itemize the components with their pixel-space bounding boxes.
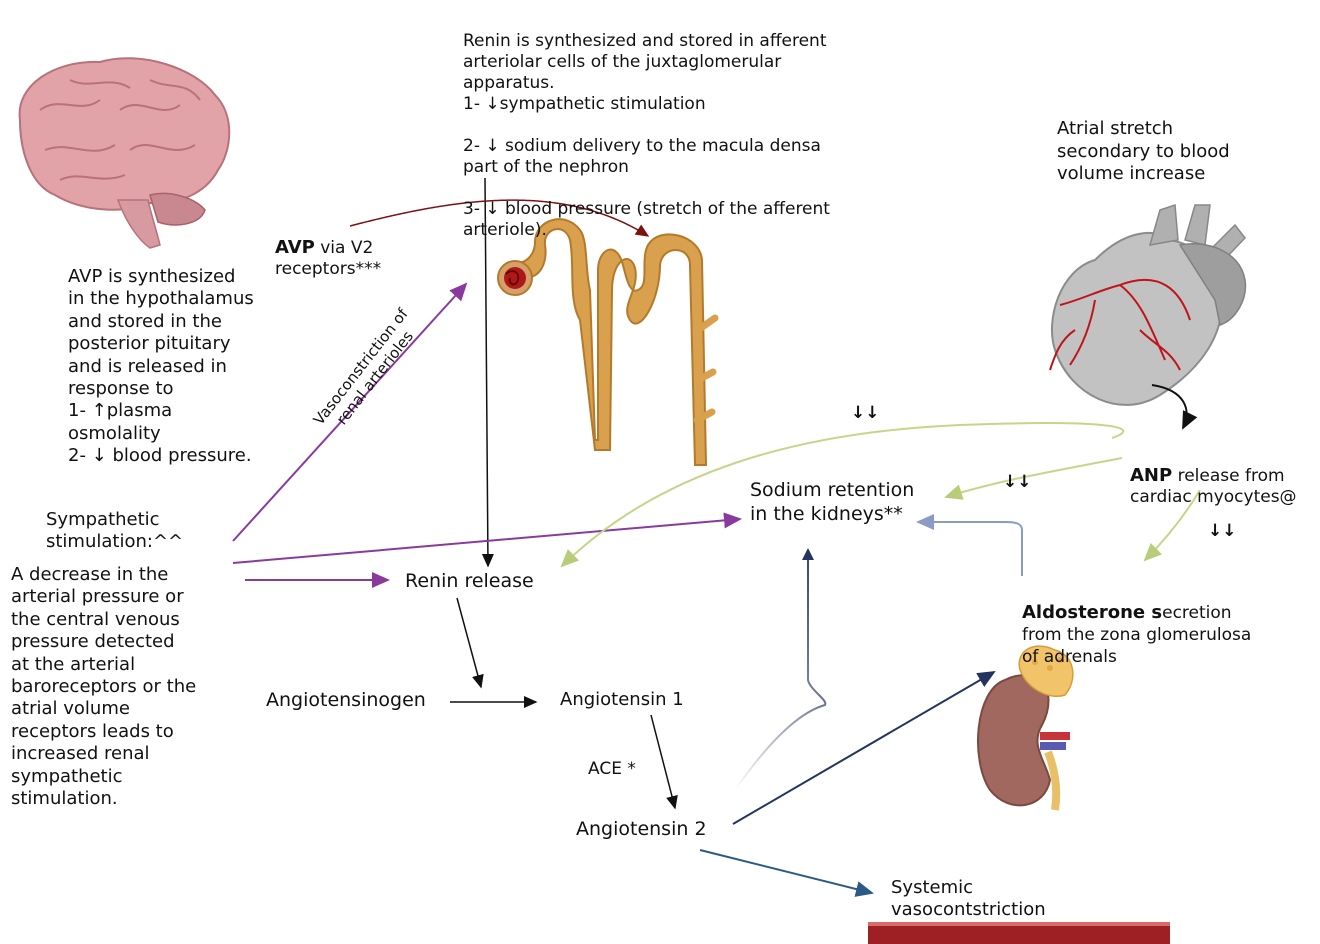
arrow-renin-to-angiotensinogen xyxy=(457,598,481,687)
down-arrows-3: ↓↓ xyxy=(1208,521,1237,542)
ace-label: ACE * xyxy=(588,759,636,780)
renin-intro: Renin is synthesized and stored in affer… xyxy=(463,31,827,93)
brain-illustration xyxy=(20,58,230,248)
arrow-aldosterone-to-sodium xyxy=(918,522,1022,576)
down-arrows-1: ↓↓ xyxy=(851,403,880,424)
renin-release-label: Renin release xyxy=(405,569,534,593)
avp-label: AVP via V2 receptors*** xyxy=(275,216,475,301)
renin-item-1: 1- ↓sympathetic stimulation xyxy=(463,94,883,115)
down-arrows-2: ↓↓ xyxy=(1003,472,1032,493)
angiotensin-2-label: Angiotensin 2 xyxy=(576,817,707,841)
avp-synthesis-text: AVP is synthesized in the hypothalamus a… xyxy=(68,266,288,468)
arrow-sympathetic-to-sodium xyxy=(233,519,740,563)
angiotensin-1-label: Angiotensin 1 xyxy=(560,689,684,710)
angiotensinogen-label: Angiotensinogen xyxy=(266,690,426,711)
sodium-retention-label: Sodium retention in the kidneys** xyxy=(750,478,970,526)
anp-label: ANP release from cardiac myocytes@ xyxy=(1130,444,1320,529)
arrow-anp-to-sodium xyxy=(946,458,1122,497)
sympathetic-title: Sympathetic stimulation:^^ xyxy=(46,509,246,553)
renin-synthesis-text: Renin is synthesized and stored in affer… xyxy=(463,10,883,262)
renin-item-2: 2- ↓ sodium delivery to the macula densa… xyxy=(463,136,883,178)
atrial-stretch-text: Atrial stretch secondary to blood volume… xyxy=(1057,118,1287,186)
systemic-vasoconstriction-label: Systemic vasocontstriction xyxy=(891,877,1091,921)
heart-illustration xyxy=(1050,205,1245,405)
arrow-ang2-to-sodium xyxy=(735,552,825,790)
aldosterone-label: Aldosterone secretion from the zona glom… xyxy=(1022,581,1312,689)
sympathetic-body: A decrease in the arterial pressure or t… xyxy=(11,564,241,810)
arrow-ang1-to-ang2 xyxy=(651,715,675,808)
arrow-ang2-to-adrenal xyxy=(733,672,994,824)
arrow-ang2-to-systemic xyxy=(700,850,872,893)
renin-item-3: 3- ↓ blood pressure (stretch of the affe… xyxy=(463,199,883,241)
